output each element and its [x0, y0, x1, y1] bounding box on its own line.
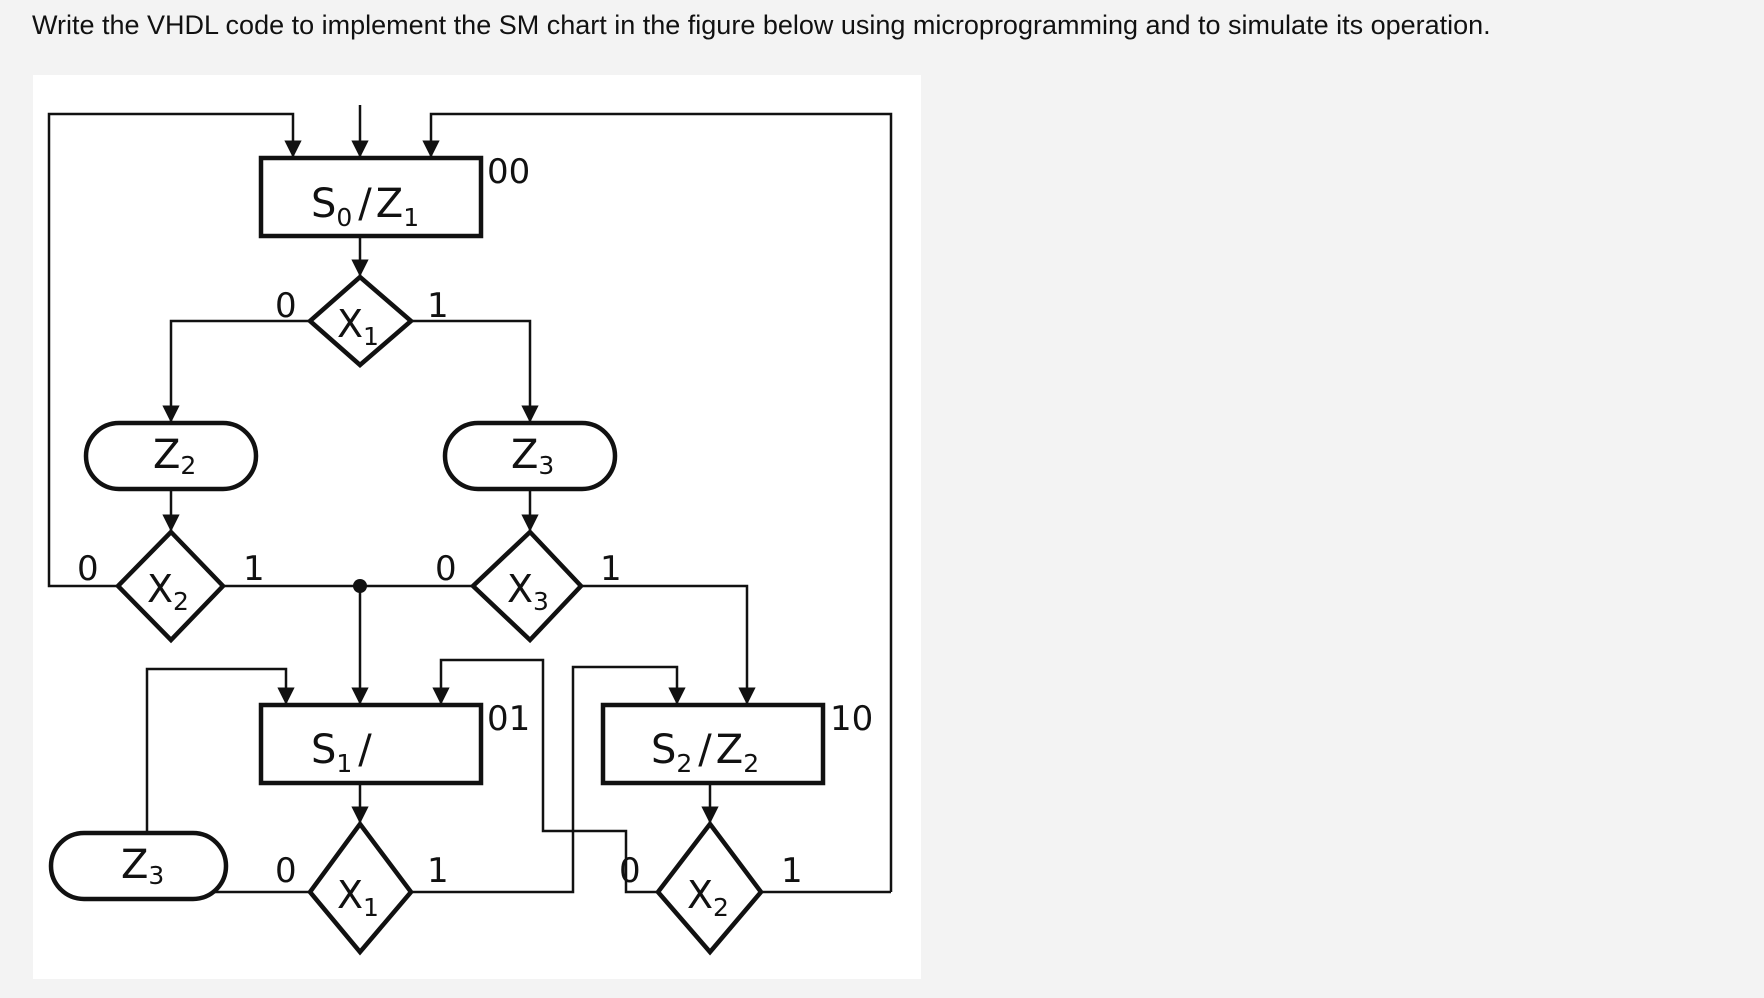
output-label-z3: Z3: [511, 432, 554, 480]
question-text: Write the VHDL code to implement the SM …: [32, 10, 1491, 40]
x2-true-label: 1: [243, 549, 265, 589]
arrow-x1b-true: [411, 665, 686, 894]
state-box-s0: [258, 155, 484, 239]
junction-dot: [353, 579, 367, 593]
arrow-z3-loop-to-s1: [145, 667, 295, 831]
state-label-s2: S2/Z2: [651, 727, 759, 778]
decision-diamond-x2b: [655, 820, 764, 956]
state-code-s1: 01: [487, 699, 530, 739]
state-box-s2: [600, 702, 826, 786]
decision-diamond-x3: [469, 528, 585, 644]
x1-true-label: 1: [427, 286, 449, 326]
output-oval-z2: [83, 420, 259, 492]
output-oval-z3: [442, 420, 618, 492]
state-box-s1: [258, 702, 484, 786]
arrow-x1-true: [411, 319, 539, 423]
output-label-z2: Z2: [153, 432, 196, 480]
arrow-x2b-false: [432, 658, 658, 894]
decision-diamond-x1b: [307, 820, 414, 956]
decision-label-x2: X2: [147, 567, 189, 616]
x1b-true-label: 1: [427, 851, 449, 891]
output-label-z3-bottom: Z3: [121, 842, 164, 890]
state-code-s2: 10: [830, 699, 873, 739]
x3-false-label: 0: [435, 549, 457, 589]
x2b-false-label: 0: [619, 851, 641, 891]
decision-label-x1b: X1: [337, 873, 379, 922]
x2b-true-label: 1: [781, 851, 803, 891]
sm-chart: S0/Z1 00 S1/ 01 S2/Z2 10 X1 0 1 X2 0 1 X…: [47, 105, 893, 956]
x1-false-label: 0: [275, 286, 297, 326]
state-label-s1: S1/: [311, 727, 372, 778]
decision-diamond-x1: [306, 274, 415, 368]
arrow-x3-true: [581, 584, 756, 705]
x3-true-label: 1: [600, 549, 622, 589]
output-oval-z3-bottom: [48, 830, 229, 902]
arrow-left-loop-to-s0: [47, 112, 302, 529]
decision-label-x1: X1: [337, 302, 379, 351]
arrow-x1-false: [162, 319, 310, 423]
state-code-s0: 00: [487, 152, 530, 192]
decision-label-x3: X3: [507, 567, 549, 616]
sm-chart-figure: S0/Z1 00 S1/ 01 S2/Z2 10 X1 0 1 X2 0 1 X…: [33, 75, 921, 979]
x1b-false-label: 0: [275, 851, 297, 891]
arrow-right-loop-to-s0: [422, 112, 893, 892]
line-x2-false: [47, 529, 118, 588]
x2-false-label: 0: [77, 549, 99, 589]
state-label-s0: S0/Z1: [311, 181, 419, 232]
decision-label-x2b: X2: [687, 873, 729, 922]
decision-diamond-x2: [114, 528, 227, 644]
